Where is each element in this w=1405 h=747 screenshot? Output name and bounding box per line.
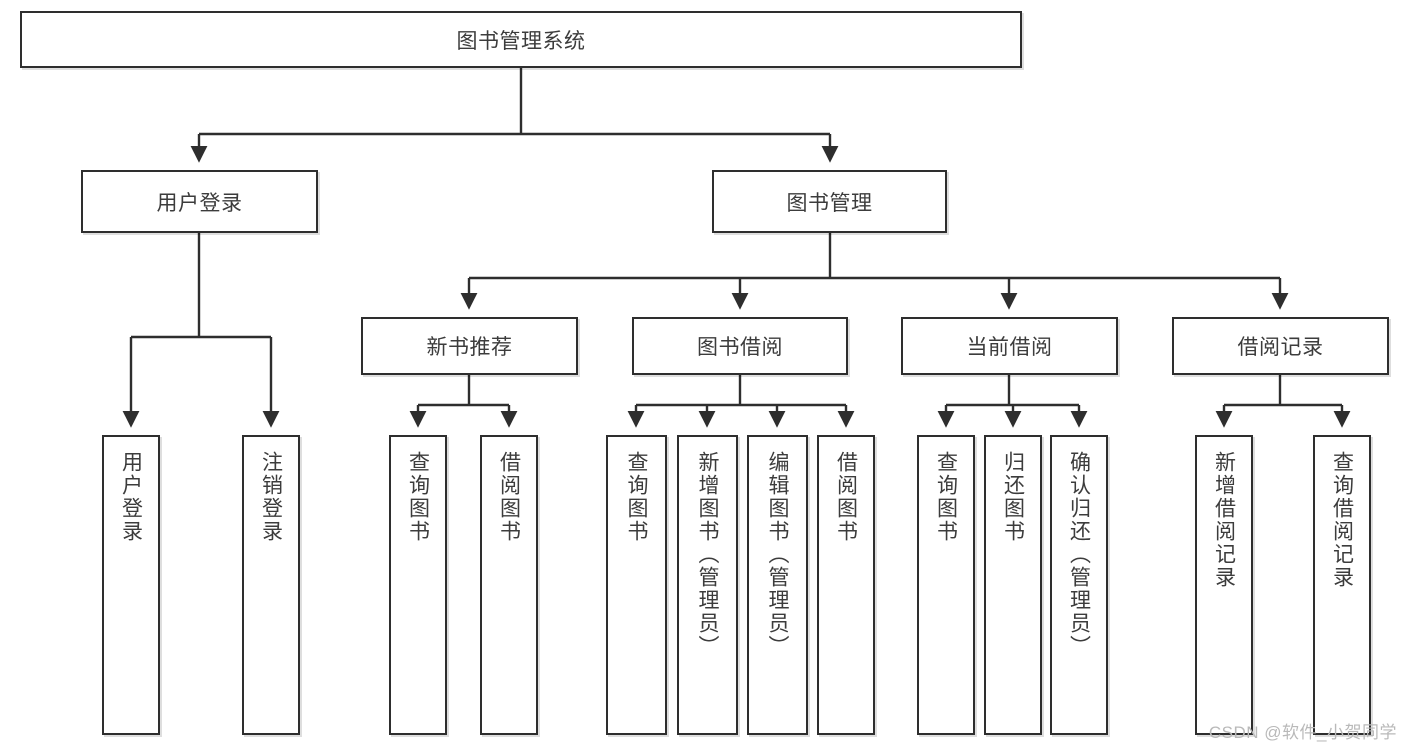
node-root[interactable]: 图书管理系统: [20, 11, 1022, 68]
leaf-borrow-book-2[interactable]: 借阅图书: [817, 435, 875, 735]
leaf-edit-book-label: 编辑图书（管理员）: [766, 451, 789, 658]
node-user-login[interactable]: 用户登录: [81, 170, 318, 233]
leaf-add-book-label: 新增图书（管理员）: [696, 451, 719, 658]
node-borrow-record[interactable]: 借阅记录: [1172, 317, 1389, 375]
leaf-user-logout-label: 注销登录: [259, 451, 283, 543]
leaf-user-logout[interactable]: 注销登录: [242, 435, 300, 735]
leaf-confirm-return[interactable]: 确认归还（管理员）: [1050, 435, 1108, 735]
leaf-query-record[interactable]: 查询借阅记录: [1313, 435, 1371, 735]
leaf-query-book-1-label: 查询图书: [406, 451, 430, 543]
leaf-user-login-label: 用户登录: [119, 451, 143, 543]
leaf-query-book-3[interactable]: 查询图书: [917, 435, 975, 735]
leaf-return-book-label: 归还图书: [1001, 451, 1025, 543]
node-book-borrow-label: 图书借阅: [697, 336, 783, 359]
node-new-book-recommend[interactable]: 新书推荐: [361, 317, 578, 375]
node-root-label: 图书管理系统: [456, 29, 586, 53]
node-book-manage[interactable]: 图书管理: [712, 170, 947, 233]
node-current-borrow-label: 当前借阅: [966, 336, 1053, 359]
leaf-add-record[interactable]: 新增借阅记录: [1195, 435, 1253, 735]
leaf-query-book-3-label: 查询图书: [934, 451, 958, 543]
leaf-query-record-label: 查询借阅记录: [1330, 451, 1354, 589]
leaf-return-book[interactable]: 归还图书: [984, 435, 1042, 735]
leaf-user-login[interactable]: 用户登录: [102, 435, 160, 735]
node-current-borrow[interactable]: 当前借阅: [901, 317, 1118, 375]
watermark: CSDN @软件_小贺同学: [1208, 723, 1397, 742]
leaf-borrow-book-2-label: 借阅图书: [834, 451, 858, 543]
node-book-borrow[interactable]: 图书借阅: [632, 317, 848, 375]
node-new-book-recommend-label: 新书推荐: [426, 336, 513, 359]
leaf-query-book-2[interactable]: 查询图书: [606, 435, 667, 735]
node-book-manage-label: 图书管理: [786, 191, 873, 215]
leaf-edit-book[interactable]: 编辑图书（管理员）: [747, 435, 808, 735]
leaf-borrow-book-1-label: 借阅图书: [497, 451, 521, 543]
leaf-query-book-1[interactable]: 查询图书: [389, 435, 447, 735]
leaf-add-record-label: 新增借阅记录: [1212, 451, 1236, 589]
node-borrow-record-label: 借阅记录: [1237, 336, 1324, 359]
leaf-borrow-book-1[interactable]: 借阅图书: [480, 435, 538, 735]
leaf-query-book-2-label: 查询图书: [625, 451, 648, 543]
leaf-add-book[interactable]: 新增图书（管理员）: [677, 435, 738, 735]
leaf-confirm-return-label: 确认归还（管理员）: [1067, 451, 1091, 658]
node-user-login-label: 用户登录: [156, 191, 243, 215]
